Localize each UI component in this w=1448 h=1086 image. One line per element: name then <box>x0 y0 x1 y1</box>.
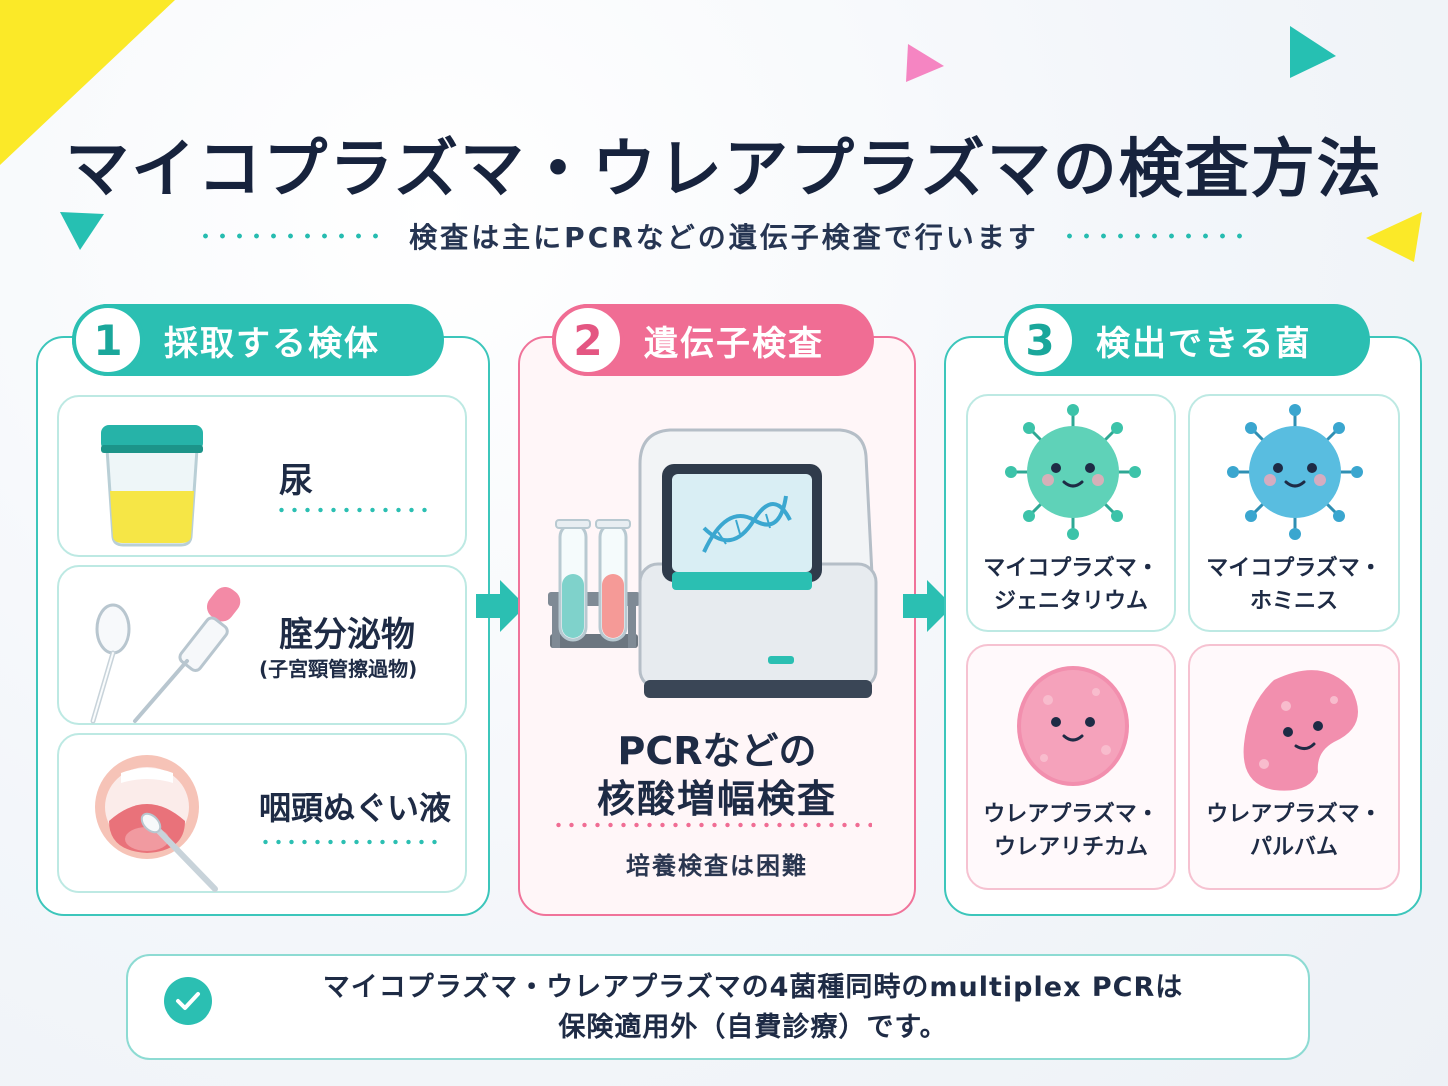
insurance-note-line1: マイコプラズマ・ウレアプラズマの4菌種同時のmultiplex PCRは <box>322 972 1184 1003</box>
step1-number: 1 <box>72 304 144 376</box>
bacteria-hominis-line1: マイコプラズマ・ <box>1206 556 1382 581</box>
bacteria-card-parvum: ウレアプラズマ・ パルバム <box>1188 644 1400 890</box>
specimen-vaginal-sublabel: (子宮頸管擦過物) <box>259 657 418 681</box>
insurance-note: マイコプラズマ・ウレアプラズマの4菌種同時のmultiplex PCRは 保険適… <box>126 954 1310 1060</box>
arrow-right-icon <box>476 580 526 632</box>
bacteria-urealyticum-label: ウレアプラズマ・ ウレアリチカム <box>968 798 1174 864</box>
green-virus-icon <box>1005 404 1141 540</box>
bacteria-hominis-line2: ホミニス <box>1249 589 1338 614</box>
step2-label: 遺伝子検査 <box>644 323 824 364</box>
culture-note: 培養検査は困難 <box>626 852 808 880</box>
step3-label: 検出できる菌 <box>1096 323 1312 364</box>
bacteria-parvum-line2: パルバム <box>1249 835 1338 860</box>
pink-round-cell-icon <box>1017 666 1129 786</box>
step1-header: 1 採取する検体 <box>72 304 444 376</box>
bacteria-genitalium-label: マイコプラズマ・ ジェニタリウム <box>968 552 1174 618</box>
blue-virus-icon <box>1227 404 1363 540</box>
arrow-right-icon <box>903 580 953 632</box>
specimen-card-vaginal: 腟分泌物 (子宮頸管擦過物) <box>57 565 467 725</box>
subtitle-row: 検査は主にPCRなどの遺伝子検査で行います <box>0 214 1448 258</box>
pink-bean-cell-icon <box>1243 670 1358 791</box>
bacteria-parvum-line1: ウレアプラズマ・ <box>1206 802 1382 827</box>
yellow-triangle-right <box>1366 212 1422 262</box>
bacteria-urealyticum-line1: ウレアプラズマ・ <box>983 802 1159 827</box>
specimen-throat-dots <box>259 839 439 845</box>
pink-triangle <box>906 44 944 82</box>
method-line-2: 核酸増幅検査 <box>596 777 837 821</box>
bacteria-card-hominis: マイコプラズマ・ ホミニス <box>1188 394 1400 632</box>
step1-label: 採取する検体 <box>164 323 380 364</box>
pcr-machine-icon <box>548 428 878 698</box>
subtitle-dots-right <box>1060 233 1251 239</box>
insurance-note-line2: 保険適用外（自費診療）です。 <box>558 1012 948 1043</box>
step3-number: 3 <box>1004 304 1076 376</box>
swab-dropper-icon <box>90 587 241 724</box>
bacteria-genitalium-line1: マイコプラズマ・ <box>983 556 1159 581</box>
teal-triangle-left <box>60 212 104 250</box>
bacteria-genitalium-line2: ジェニタリウム <box>993 589 1148 614</box>
urine-cup-icon <box>101 425 203 547</box>
specimen-card-throat: 咽頭ぬぐい液 <box>57 733 467 893</box>
bacteria-card-urealyticum: ウレアプラズマ・ ウレアリチカム <box>966 644 1176 890</box>
specimen-card-urine: 尿 <box>57 395 467 557</box>
bacteria-urealyticum-line2: ウレアリチカム <box>993 835 1148 860</box>
teal-triangle-top-right <box>1290 26 1336 78</box>
step2-header: 2 遺伝子検査 <box>552 304 874 376</box>
yellow-corner-triangle <box>0 0 175 165</box>
subtitle-dots-left <box>197 233 388 239</box>
insurance-note-text: マイコプラズマ・ウレアプラズマの4菌種同時のmultiplex PCRは 保険適… <box>228 968 1278 1048</box>
specimen-vaginal-label: 腟分泌物 <box>279 615 415 655</box>
specimen-throat-label: 咽頭ぬぐい液 <box>259 789 452 827</box>
method-dots <box>552 822 872 828</box>
bacteria-parvum-label: ウレアプラズマ・ パルバム <box>1190 798 1398 864</box>
throat-swab-icon <box>95 755 218 892</box>
page-subtitle: 検査は主にPCRなどの遺伝子検査で行います <box>409 221 1039 254</box>
bacteria-hominis-label: マイコプラズマ・ ホミニス <box>1190 552 1398 618</box>
method-line-1: PCRなどの <box>617 729 817 773</box>
page-title: マイコプラズマ・ウレアプラズマの検査方法 <box>65 133 1383 207</box>
specimen-urine-dots <box>275 507 435 513</box>
step3-header: 3 検出できる菌 <box>1004 304 1370 376</box>
step2-number: 2 <box>552 304 624 376</box>
check-icon <box>164 977 212 1025</box>
bacteria-card-genitalium: マイコプラズマ・ ジェニタリウム <box>966 394 1176 632</box>
specimen-urine-label: 尿 <box>279 461 313 501</box>
